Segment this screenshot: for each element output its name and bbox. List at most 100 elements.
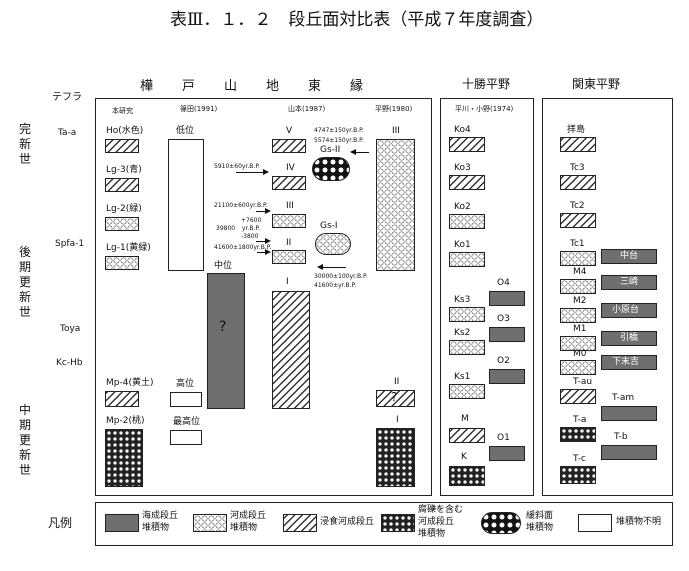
tokachi-label-ko2: Ko2: [454, 202, 471, 212]
tokachi-label-ks3: Ks3: [454, 295, 471, 305]
tephra-kc-hb: Kc-Hb: [56, 358, 83, 368]
kanto-box-m1: [560, 336, 596, 351]
kanto-label-t-au: T-au: [573, 377, 593, 387]
yamamoto-label-gs2: Gs-II: [320, 145, 341, 155]
yamamoto-label-iii: III: [286, 201, 294, 211]
region-tokachi: 十勝平野: [462, 77, 511, 91]
date-3: 5910±60yr.B.P.: [214, 163, 260, 170]
shinoda-label-mid: 中位: [214, 261, 233, 271]
kanto-box-obaradai: [601, 303, 657, 318]
kanto-box-m2: [560, 308, 596, 323]
legend-swatch-marine: [105, 514, 139, 532]
tokachi-label-o3: O3: [497, 314, 510, 324]
date-1: 4747±150yr.B.P.: [314, 127, 364, 134]
legend-swatch-fan: [481, 512, 521, 534]
legend-erosion-line1: 浸食河成段丘: [320, 517, 375, 527]
kanto-box-m0: [560, 360, 596, 375]
source-honken: 本研究: [112, 107, 133, 115]
hirano-label-i: I: [396, 415, 399, 425]
date-5d: yr.B.P.: [242, 225, 260, 232]
kanto-label-m1: M1: [573, 324, 587, 334]
honken-box-mp4: [105, 391, 139, 407]
kanto-box-nakadai: [601, 249, 657, 264]
shinoda-box-highest: [170, 430, 202, 445]
panel-kabato: [95, 98, 432, 496]
arrow-iv: [236, 168, 269, 176]
legend-panel: [95, 502, 673, 546]
legend-swatch-blank: [578, 514, 612, 532]
tokachi-label-ko3: Ko3: [454, 163, 471, 173]
tephra-ta-a: Ta-a: [58, 128, 77, 138]
yamamoto-fan-gs1: [315, 233, 351, 255]
shinoda-label-highest: 最高位: [173, 417, 201, 427]
yamamoto-fan-gs2: [312, 157, 350, 181]
date-5c: -3800: [241, 233, 259, 240]
legend-swatch-erosion: [283, 514, 317, 532]
honken-label-mp2: Mp-2(桃): [106, 416, 145, 426]
kanto-box-tc3: [560, 175, 596, 190]
epoch-holocene: 完新世: [18, 122, 31, 166]
kanto-label-tc1: Tc1: [570, 239, 585, 249]
hirano-box-ii: [376, 390, 415, 407]
tokachi-box-o1: [489, 446, 525, 461]
arrow-iii: [256, 207, 271, 215]
tokachi-box-ko1: [449, 252, 485, 267]
source-yamamoto: 山本(1987): [288, 105, 326, 113]
shinoda-box-mid: [207, 273, 245, 409]
arrow-i: [317, 263, 346, 271]
kanto-label-nakadai: 中台: [620, 251, 639, 261]
shinoda-label-high: 高位: [176, 379, 195, 389]
honken-box-mp2: [105, 429, 143, 487]
tokachi-label-o4: O4: [497, 278, 510, 288]
date-4: 21100±600yr.B.P.: [214, 202, 268, 209]
honken-box-lg2: [105, 217, 139, 231]
kanto-box-t-am: [601, 406, 657, 421]
tokachi-box-o2: [489, 369, 525, 384]
tokachi-label-o1: O1: [497, 433, 510, 443]
honken-box-ho: [105, 139, 139, 153]
yamamoto-label-i: I: [286, 277, 289, 287]
honken-label-lg3: Lg-3(青): [106, 165, 142, 175]
tokachi-label-k: K: [461, 452, 467, 462]
tephra-header: テフラ: [52, 92, 82, 103]
region-kabato: 樺 戸 山 地 東 縁: [140, 79, 365, 94]
yamamoto-label-gs1: Gs-I: [320, 221, 338, 231]
kanto-label-m0: M0: [573, 349, 587, 359]
honken-box-lg3: [105, 178, 139, 192]
yamamoto-label-ii: II: [286, 238, 292, 248]
kanto-label-misaki: 三崎: [620, 277, 639, 287]
epoch-middle-pleistocene: 中期更新世: [18, 403, 31, 477]
tokachi-label-m: M: [461, 414, 469, 424]
legend-gravel-line3: 堆積物: [418, 529, 446, 539]
tokachi-box-ks3: [449, 307, 485, 322]
arrow-ii-a: [256, 237, 271, 245]
legend-swatch-gravel: [381, 514, 415, 532]
yamamoto-box-iii: [272, 214, 306, 228]
legend-title: 凡例: [48, 516, 73, 530]
tokachi-label-ks1: Ks1: [454, 372, 471, 382]
kanto-label-obaradai: 小原台: [612, 305, 640, 315]
kanto-label-haijima: 拝島: [567, 125, 586, 135]
shinoda-label-low: 低位: [176, 126, 195, 136]
panel-tokachi: [440, 98, 534, 496]
tokachi-box-o4: [489, 291, 525, 306]
kanto-box-t-c: [560, 466, 596, 484]
legend-fan-line2: 堆積物: [526, 523, 554, 533]
kanto-box-hikihashi: [601, 331, 657, 346]
yamamoto-box-ii: [272, 250, 306, 264]
legend-fluvial-line2: 堆積物: [230, 523, 258, 533]
legend-gravel-line2: 河成段丘: [418, 517, 455, 527]
tokachi-box-k: [449, 466, 485, 486]
kanto-label-hikihashi: 引橋: [620, 333, 639, 343]
tokachi-label-ko4: Ko4: [454, 125, 471, 135]
epoch-late-pleistocene: 後期更新世: [18, 245, 31, 319]
legend-fluvial-line1: 河成段丘: [230, 511, 267, 521]
honken-label-lg1: Lg-1(黄緑): [106, 243, 151, 253]
tokachi-box-ks1: [449, 384, 485, 399]
tokachi-label-o2: O2: [497, 356, 510, 366]
kanto-label-m2: M2: [573, 296, 587, 306]
tokachi-box-ko2: [449, 214, 485, 229]
yamamoto-box-v: [272, 139, 306, 153]
yamamoto-box-i: [272, 291, 310, 409]
tokachi-box-m: [449, 428, 485, 443]
